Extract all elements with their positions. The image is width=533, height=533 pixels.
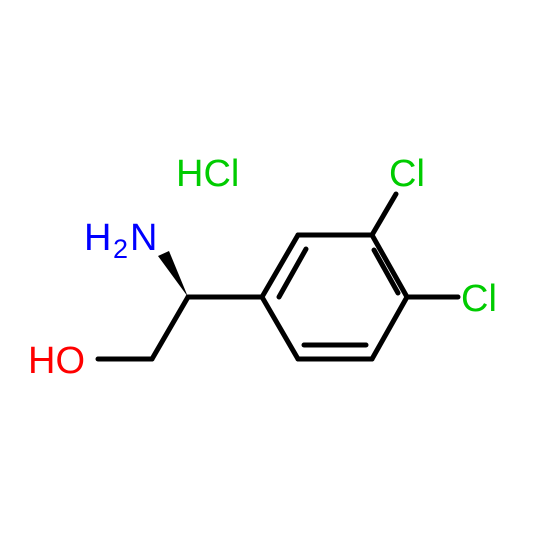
salt-label: HCl	[176, 153, 239, 195]
wedge-bond-nh2	[158, 251, 188, 297]
ring-bond-3	[369, 232, 410, 300]
bonds	[95, 191, 461, 362]
chloro-4-label: Cl	[461, 278, 497, 320]
ring-bond-6	[259, 294, 301, 362]
cl3-bond	[369, 191, 399, 238]
hydroxyl-label: HO	[28, 340, 85, 382]
ring-bond-1	[259, 232, 301, 300]
amine-subscript: 2	[113, 234, 128, 264]
ring-inner-bond-a	[276, 246, 309, 300]
ring-bond-4	[369, 294, 410, 362]
amine-label: H 2 N	[84, 217, 157, 264]
chloro-3-label: Cl	[389, 153, 425, 195]
ring-inner-bond-b	[371, 247, 401, 296]
amine-n: N	[130, 217, 157, 259]
ch2-bond	[149, 294, 191, 362]
amine-h: H	[84, 217, 111, 259]
